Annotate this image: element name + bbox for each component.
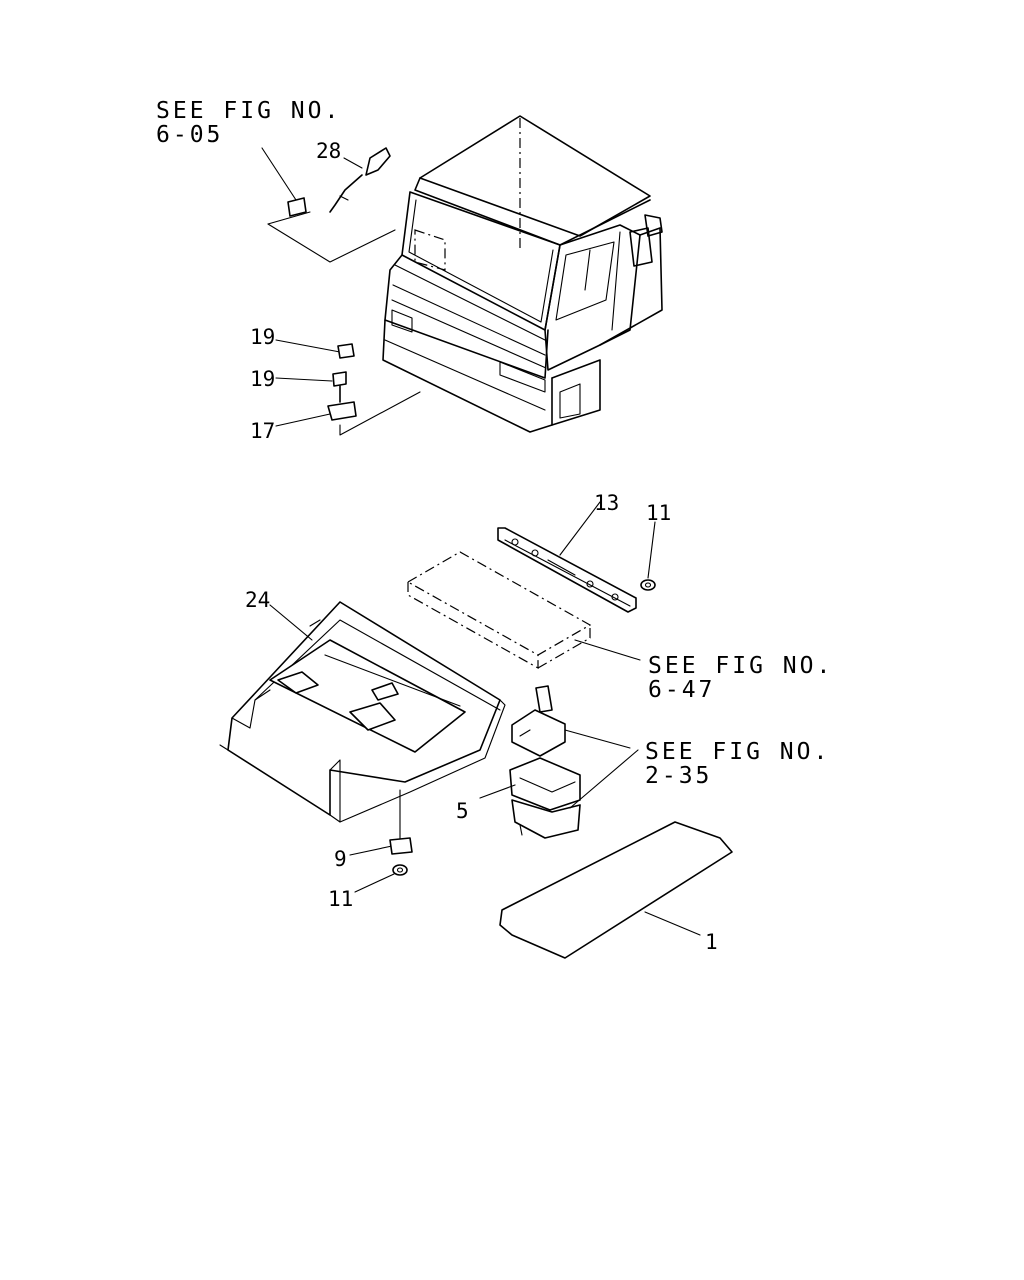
callout-1: 1 (705, 930, 718, 954)
wiper-relay-group (261, 147, 396, 263)
part-11-nut-b (354, 864, 408, 893)
callout-5: 5 (456, 799, 469, 823)
ref-6-47-line1: SEE FIG NO. (648, 653, 833, 679)
callout-24: 24 (245, 588, 270, 612)
truck-cab (382, 115, 663, 433)
part-17-bracket (275, 391, 421, 436)
part-11-nut-a (640, 521, 656, 591)
callout-11-b: 11 (328, 887, 353, 911)
part-19-bolt-b (275, 371, 347, 403)
callout-19-b: 19 (250, 367, 275, 391)
callout-28: 28 (316, 139, 341, 163)
part-13-rail (497, 501, 637, 613)
callout-13: 13 (594, 491, 619, 515)
part-5-boot (479, 749, 639, 839)
part-9-bolt (349, 837, 413, 856)
part-19-bolt-a (275, 339, 355, 359)
ref-2-35-line1: SEE FIG NO. (645, 739, 830, 765)
ref-2-35-line2: 2-35 (645, 763, 712, 789)
part-24-floor-panel (219, 601, 506, 841)
ref-6-47-line2: 6-47 (648, 677, 715, 703)
part-1-mat (499, 821, 733, 959)
callout-11-a: 11 (646, 501, 671, 525)
shift-lever-assembly (511, 685, 631, 757)
callout-9: 9 (334, 847, 347, 871)
dashed-plate (406, 551, 641, 670)
callout-17: 17 (250, 419, 275, 443)
ref-6-05-line1: SEE FIG NO. (156, 98, 341, 124)
part-28-plug (329, 147, 391, 213)
callout-19-a: 19 (250, 325, 275, 349)
ref-6-05-line2: 6-05 (156, 122, 223, 148)
